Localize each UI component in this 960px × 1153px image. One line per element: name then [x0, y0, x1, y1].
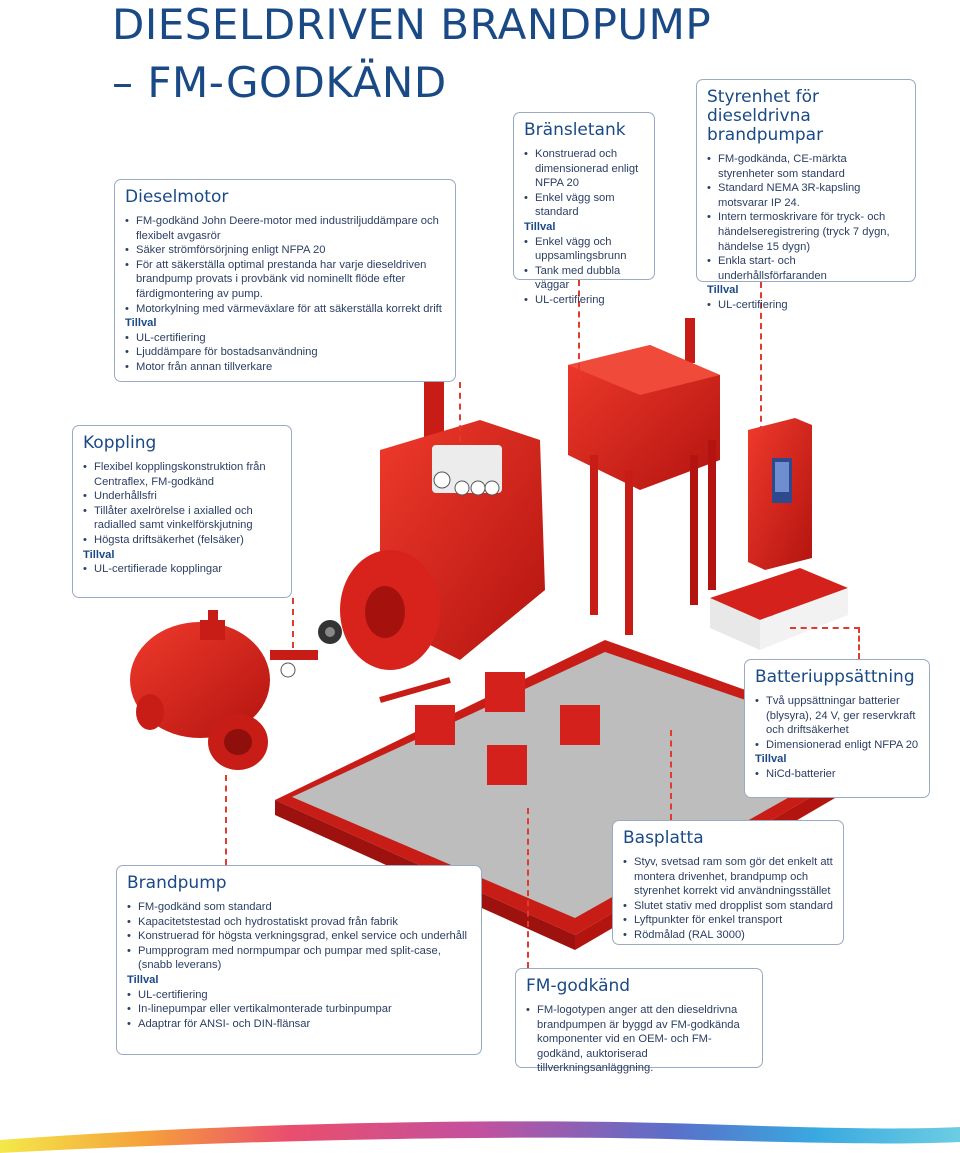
list-item: Motor från annan tillverkare [125, 360, 445, 375]
box-heading: Basplatta [623, 828, 704, 848]
box-batteri: Batteriuppsättning Två uppsättningar bat… [744, 659, 930, 798]
split-case-pump [130, 610, 318, 770]
list-item: Tank med dubbla väggar [524, 264, 644, 293]
diesel-engine [318, 378, 545, 703]
feature-list: FM-logotypen anger att den dieseldrivna … [526, 1003, 752, 1076]
title-line-2: – FM-GODKÄND [112, 58, 447, 107]
list-item: UL-certifiering [524, 293, 644, 308]
feature-list: FM-godkända, CE-märkta styrenheter som s… [707, 152, 905, 283]
rainbow-band [0, 1121, 960, 1153]
list-item: UL-certifiering [125, 331, 445, 346]
list-item: Enkel vägg och uppsamlingsbrunn [524, 235, 644, 264]
list-item: FM-godkända, CE-märkta styrenheter som s… [707, 152, 905, 181]
option-label: Tillval [127, 973, 159, 986]
list-item: FM-godkänd som standard [127, 900, 471, 915]
box-bransletank: Bränsletank Konstruerad och dimensionera… [513, 112, 655, 307]
list-item: Konstruerad för högsta verkningsgrad, en… [127, 929, 471, 944]
list-item: Flexibel kopplingskonstruktion från Cent… [83, 460, 281, 489]
page-title: DIESELDRIVEN BRANDPUMP – FM-GODKÄND [112, 0, 711, 112]
option-label: Tillval [83, 548, 115, 561]
box-styrenhet: Styrenhet för dieseldrivna brandpumpar F… [696, 79, 916, 312]
option-list: UL-certifiering [707, 298, 905, 313]
box-koppling: Koppling Flexibel kopplingskonstruktion … [72, 425, 292, 598]
option-list: UL-certifiering In-linepumpar eller vert… [127, 988, 471, 1032]
list-item: Pumpprogram med normpumpar och pumpar me… [127, 944, 471, 973]
list-item: UL-certifiering [707, 298, 905, 313]
option-label: Tillval [755, 753, 787, 766]
list-item: Högsta driftsäkerhet (felsäker) [83, 533, 281, 548]
list-item: FM-logotypen anger att den dieseldrivna … [526, 1003, 752, 1076]
list-item: FM-godkänd John Deere-motor med industri… [125, 214, 445, 243]
list-item: Säker strömförsörjning enligt NFPA 20 [125, 243, 445, 258]
leader-brandpump [225, 775, 227, 865]
box-heading: FM-godkänd [526, 976, 631, 996]
box-heading: Styrenhet för dieseldrivna brandpumpar [707, 87, 824, 145]
list-item: Adaptrar för ANSI- och DIN-flänsar [127, 1017, 471, 1032]
controller-cabinet [748, 418, 812, 633]
title-line-1: DIESELDRIVEN BRANDPUMP [112, 0, 712, 49]
list-item: NiCd-batterier [755, 767, 919, 782]
list-item: Ljuddämpare för bostadsanvändning [125, 345, 445, 360]
box-heading: Koppling [83, 433, 157, 453]
list-item: Lyftpunkter för enkel transport [623, 913, 833, 928]
option-list: NiCd-batterier [755, 767, 919, 782]
list-item: Konstruerad och dimensionerad enligt NFP… [524, 147, 644, 191]
box-heading: Dieselmotor [125, 187, 229, 207]
list-item: För att säkerställa optimal prestanda ha… [125, 258, 445, 302]
list-item: Intern termoskrivare för tryck- och händ… [707, 210, 905, 254]
feature-list: Flexibel kopplingskonstruktion från Cent… [83, 460, 281, 548]
feature-list: Konstruerad och dimensionerad enligt NFP… [524, 147, 644, 220]
list-item: Rödmålad (RAL 3000) [623, 928, 833, 943]
leader-fmgodkand [527, 808, 529, 968]
box-heading: Brandpump [127, 873, 227, 893]
feature-list: Styv, svetsad ram som gör det enkelt att… [623, 855, 833, 943]
leader-styrenhet [760, 282, 762, 432]
battery-rack [710, 568, 848, 650]
option-label: Tillval [524, 220, 556, 233]
list-item: Underhållsfri [83, 489, 281, 504]
leader-batteri [790, 627, 860, 629]
list-item: Kapacitetstestad och hydrostatiskt prova… [127, 915, 471, 930]
fuel-tank [568, 318, 720, 635]
list-item: Dimensionerad enligt NFPA 20 [755, 738, 919, 753]
box-fmgodkand: FM-godkänd FM-logotypen anger att den di… [515, 968, 763, 1074]
option-label: Tillval [125, 317, 157, 330]
list-item: Två uppsättningar batterier (blysyra), 2… [755, 694, 919, 738]
leader-basplatta [670, 730, 672, 820]
list-item: Slutet stativ med dropplist som standard [623, 899, 833, 914]
list-item: UL-certifierade kopplingar [83, 562, 281, 577]
box-basplatta: Basplatta Styv, svetsad ram som gör det … [612, 820, 844, 945]
leader-dieselmotor [459, 382, 461, 442]
option-list: UL-certifierade kopplingar [83, 562, 281, 577]
box-heading: Bränsletank [524, 120, 626, 140]
feature-list: Två uppsättningar batterier (blysyra), 2… [755, 694, 919, 752]
leader-batteri-v [858, 627, 860, 659]
list-item: Enkel vägg som standard [524, 191, 644, 220]
leader-koppling [292, 598, 294, 648]
list-item: Enkla start- och underhållsförfaranden [707, 254, 905, 283]
leader-bransletank [578, 280, 580, 380]
option-list: UL-certifiering Ljuddämpare för bostadsa… [125, 331, 445, 375]
feature-list: FM-godkänd som standard Kapacitetstestad… [127, 900, 471, 973]
list-item: Motorkylning med värmeväxlare för att sä… [125, 302, 445, 317]
list-item: Standard NEMA 3R-kapsling motsvarar IP 2… [707, 181, 905, 210]
list-item: In-linepumpar eller vertikalmonterade tu… [127, 1002, 471, 1017]
box-dieselmotor: Dieselmotor FM-godkänd John Deere-motor … [114, 179, 456, 382]
list-item: Tillåter axelrörelse i axialled och radi… [83, 504, 281, 533]
option-list: Enkel vägg och uppsamlingsbrunn Tank med… [524, 235, 644, 308]
list-item: UL-certifiering [127, 988, 471, 1003]
feature-list: FM-godkänd John Deere-motor med industri… [125, 214, 445, 316]
option-label: Tillval [707, 284, 739, 297]
list-item: Styv, svetsad ram som gör det enkelt att… [623, 855, 833, 899]
box-heading: Batteriuppsättning [755, 667, 915, 687]
box-brandpump: Brandpump FM-godkänd som standard Kapaci… [116, 865, 482, 1055]
